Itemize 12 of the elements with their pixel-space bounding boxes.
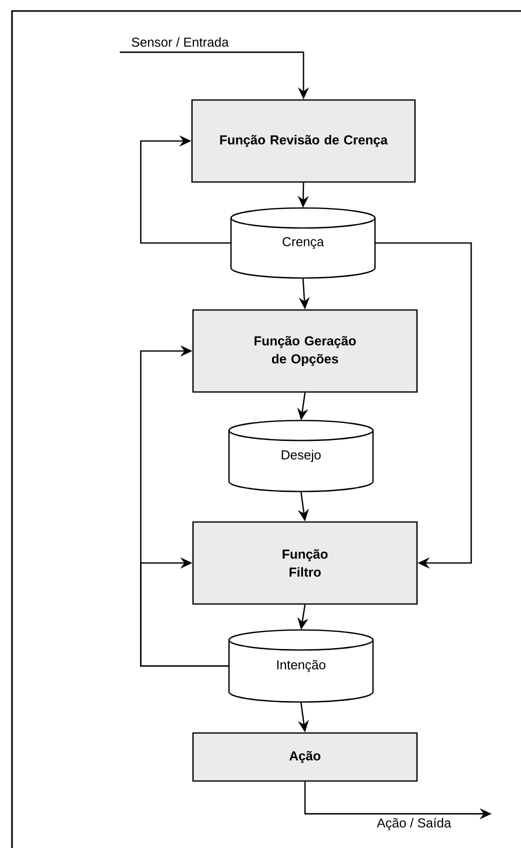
flow-label: Sensor / Entrada <box>132 37 229 47</box>
storage-cylinder: Crença <box>230 207 376 279</box>
arrow <box>375 242 472 569</box>
arrow <box>140 557 229 667</box>
storage-cylinder: Desejo <box>228 420 374 492</box>
process-box: Função Geração de Opções <box>192 309 418 393</box>
arrow <box>140 135 231 244</box>
storage-cylinder: Intenção <box>228 629 374 703</box>
process-box: Função Filtro <box>192 521 418 605</box>
flow-label: Ação / Saída <box>376 818 452 830</box>
process-box: Ação <box>192 732 418 782</box>
process-box: Função Revisão de Crença <box>191 99 416 183</box>
